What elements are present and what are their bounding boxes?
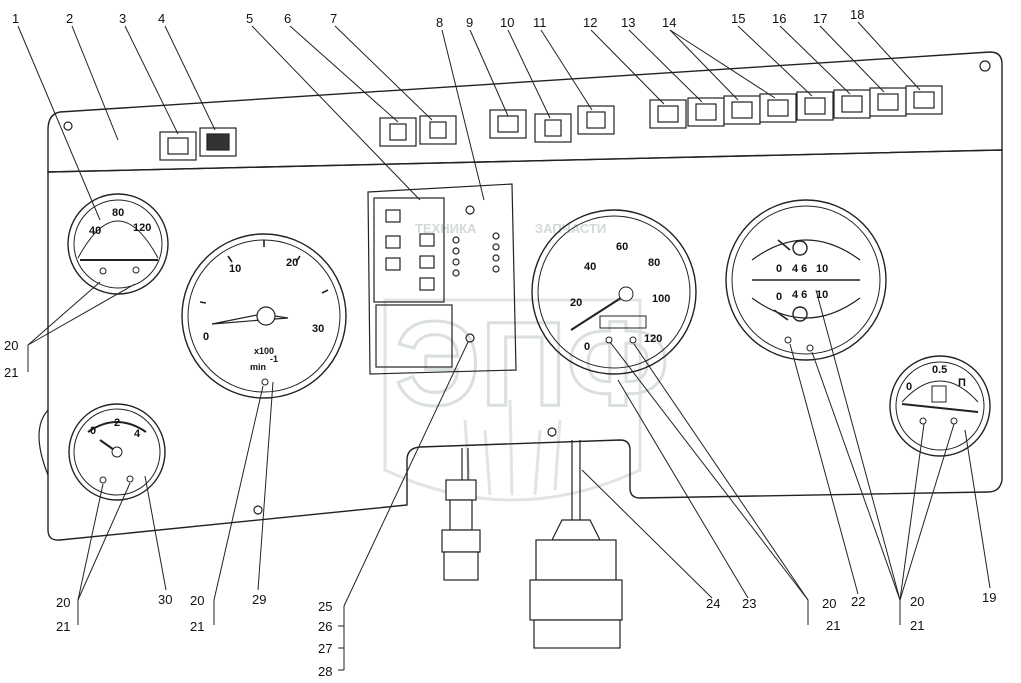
callout-16: 16 xyxy=(772,11,786,26)
speed-tick-60: 60 xyxy=(616,241,628,253)
oil-pressure-gauge: 0 2 4 xyxy=(68,403,166,501)
mounting-holes xyxy=(63,60,991,515)
watermark-big-text: ЭПФ xyxy=(395,297,669,431)
combination-gauge: 0 4 6 10 0 4 6 10 xyxy=(725,199,887,361)
speed-tick-0: 0 xyxy=(584,341,590,353)
callout-11: 11 xyxy=(533,15,547,30)
callout-15: 15 xyxy=(731,11,745,26)
callout-27: 27 xyxy=(318,641,332,656)
speedometer: 0 20 40 60 80 100 120 xyxy=(531,209,697,375)
combo-lower-tick-0: 0 xyxy=(776,291,782,303)
callout-21-e: 21 xyxy=(910,618,924,633)
callout-13: 13 xyxy=(621,15,635,30)
callout-5: 5 xyxy=(246,11,253,26)
callout-20-c: 20 xyxy=(190,593,204,608)
speed-tick-100: 100 xyxy=(652,293,670,305)
callout-21-d: 21 xyxy=(826,618,840,633)
tach-tick-20: 20 xyxy=(286,257,298,269)
callout-21-b: 21 xyxy=(56,619,70,634)
callout-30: 30 xyxy=(158,592,172,607)
tach-unit-multiplier: x100 xyxy=(254,346,274,356)
connectors xyxy=(441,440,623,649)
main-panel xyxy=(47,149,1003,541)
tach-tick-0: 0 xyxy=(203,331,209,343)
combo-lower-tick-10: 10 xyxy=(816,289,828,301)
callout-1: 1 xyxy=(12,11,19,26)
callout-21-c: 21 xyxy=(190,619,204,634)
callout-20-a: 20 xyxy=(4,338,18,353)
callout-4: 4 xyxy=(158,11,165,26)
warning-light-block xyxy=(367,183,517,375)
callout-14: 14 xyxy=(662,15,676,30)
coolant-temperature-gauge: 40 80 120 xyxy=(67,193,169,295)
speed-tick-20: 20 xyxy=(570,297,582,309)
fuel-tick-0: 0 xyxy=(906,381,912,393)
callout-21-a: 21 xyxy=(4,365,18,380)
callout-3: 3 xyxy=(119,11,126,26)
switch-buttons xyxy=(159,85,943,161)
pressure-tick-2: 2 xyxy=(114,417,120,429)
callout-20-d: 20 xyxy=(822,596,836,611)
speed-tick-120: 120 xyxy=(644,333,662,345)
callout-2: 2 xyxy=(66,11,73,26)
combo-upper-tick-0: 0 xyxy=(776,263,782,275)
fuel-tick-full: П xyxy=(958,377,966,389)
callout-20-e: 20 xyxy=(910,594,924,609)
temp-tick-80: 80 xyxy=(112,207,124,219)
callout-29: 29 xyxy=(252,592,266,607)
callout-23: 23 xyxy=(742,596,756,611)
tachometer: 0 10 20 30 x100 min -1 xyxy=(181,233,347,399)
callout-10: 10 xyxy=(500,15,514,30)
watermark-left-text: ТЕХНИКА xyxy=(415,221,477,236)
callout-26: 26 xyxy=(318,619,332,634)
callout-19: 19 xyxy=(982,590,996,605)
callout-7: 7 xyxy=(330,11,337,26)
callout-9: 9 xyxy=(466,15,473,30)
temp-tick-120: 120 xyxy=(133,222,151,234)
callout-17: 17 xyxy=(813,11,827,26)
callout-24: 24 xyxy=(706,596,720,611)
callout-22: 22 xyxy=(851,594,865,609)
tach-unit-exponent: -1 xyxy=(270,354,278,364)
pressure-tick-0: 0 xyxy=(90,425,96,437)
watermark-right-text: ЗАПЧАСТИ xyxy=(535,221,606,236)
combo-upper-tick-10: 10 xyxy=(816,263,828,275)
tach-unit-min: min xyxy=(250,362,266,372)
callout-12: 12 xyxy=(583,15,597,30)
callout-25: 25 xyxy=(318,599,332,614)
fuel-gauge: 0 0.5 П xyxy=(889,355,991,457)
pressure-tick-4: 4 xyxy=(134,428,141,440)
tach-tick-10: 10 xyxy=(229,263,241,275)
leader-lines xyxy=(17,21,991,671)
callout-28: 28 xyxy=(318,664,332,679)
combo-lower-tick-46: 4 6 xyxy=(792,289,807,301)
tach-tick-30: 30 xyxy=(312,323,324,335)
callout-6: 6 xyxy=(284,11,291,26)
callout-8: 8 xyxy=(436,15,443,30)
callout-20-b: 20 xyxy=(56,595,70,610)
fuel-tick-half: 0.5 xyxy=(932,364,947,376)
callout-18: 18 xyxy=(850,7,864,22)
speed-tick-40: 40 xyxy=(584,261,596,273)
watermark: ЭПФ ТЕХНИКА ЗАПЧАСТИ xyxy=(383,221,671,502)
combo-upper-tick-46: 4 6 xyxy=(792,263,807,275)
speed-tick-80: 80 xyxy=(648,257,660,269)
temp-tick-40: 40 xyxy=(89,225,101,237)
bottom-callouts: 20 21 20 21 30 20 21 29 25 26 27 28 24 2… xyxy=(4,338,996,679)
